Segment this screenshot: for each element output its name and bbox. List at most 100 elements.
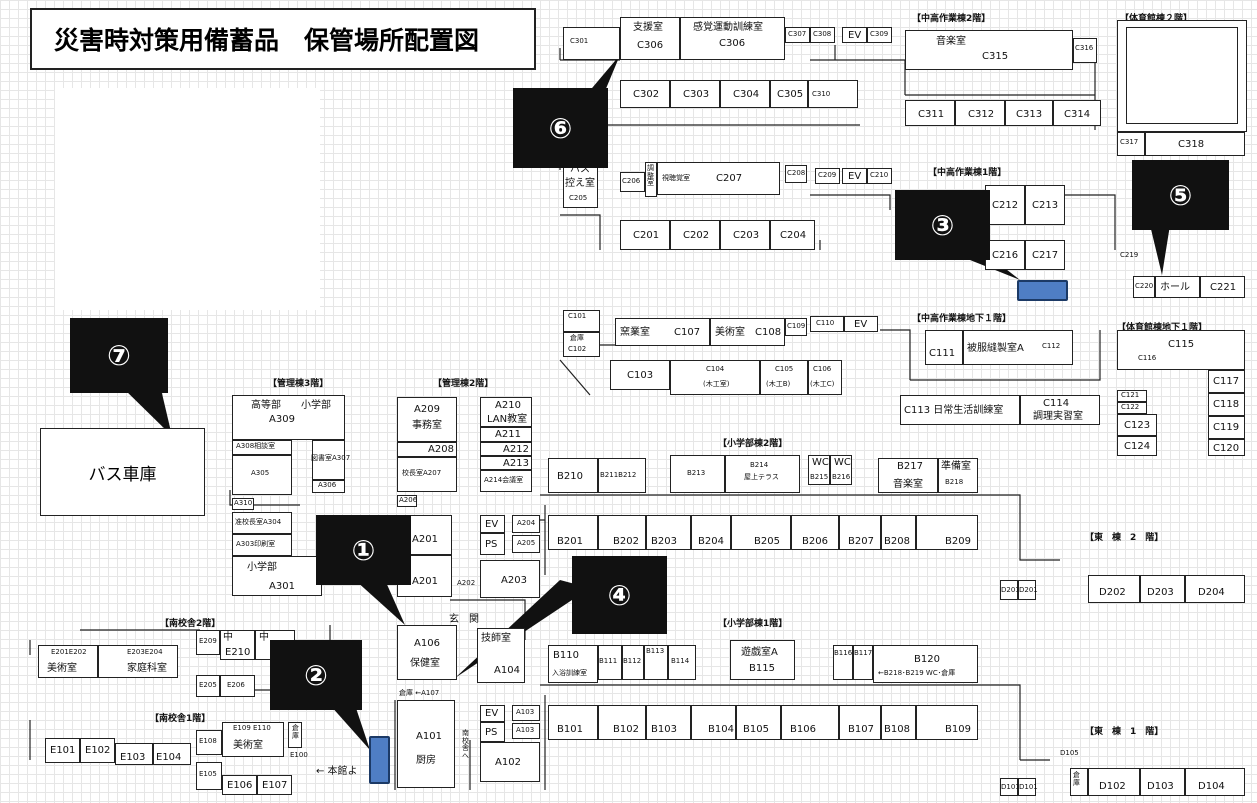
room-c118: C118 <box>1208 393 1245 416</box>
room-c302: C302 <box>620 80 670 108</box>
room-chosei: 調整室 <box>645 162 657 197</box>
room-c311: C311 <box>905 100 955 126</box>
room-d203: D203 <box>1140 575 1185 603</box>
room-c316: C316 <box>1073 38 1097 63</box>
room-c201: C201 <box>620 220 670 250</box>
room-c212: C212 <box>985 185 1025 225</box>
room-c104: C104(木工室) <box>670 360 760 395</box>
room-e106: E106 <box>222 775 257 795</box>
room-a102: A102 <box>480 742 540 782</box>
callout-4: ④ <box>572 556 667 634</box>
room-c206: C206 <box>620 172 645 192</box>
elevator-b1: EV <box>844 316 878 332</box>
room-b104: B104 <box>691 705 736 740</box>
room-d102: D102 <box>1088 768 1140 796</box>
room-c123: C123 <box>1117 414 1157 436</box>
elevator-1f: EV <box>842 168 867 184</box>
room-c109: C109 <box>785 318 807 336</box>
room-b209: B209 <box>916 515 978 550</box>
to-south-building: 南校舎へ <box>462 729 469 761</box>
room-e206: E206 <box>220 675 255 697</box>
room-c304: C304 <box>720 80 770 108</box>
room-a306: A306 <box>312 480 345 493</box>
room-b204: B204 <box>691 515 731 550</box>
room-c106: C106(木工C) <box>808 360 842 395</box>
room-c216: C216 <box>985 240 1025 270</box>
room-c307: C307 <box>785 27 810 43</box>
room-a307: 図書室A307 <box>311 440 350 480</box>
room-a308: A308相談室 <box>232 440 292 455</box>
room-c117: C117 <box>1208 370 1245 393</box>
room-a303: A303印刷室 <box>232 534 292 556</box>
header-taiiku-b1: 【体育館棟地下１階】 <box>1117 323 1208 333</box>
header-higashi-1f: 【東 棟 1 階】 <box>1085 727 1164 737</box>
room-b201: B201 <box>548 515 598 550</box>
header-higashi-2f: 【東 棟 2 階】 <box>1085 533 1164 543</box>
room-e205: E205 <box>196 675 220 697</box>
room-b102: B102 <box>598 705 646 740</box>
bus-garage: バス車庫 <box>40 428 205 516</box>
header-chuko-2f: 【中高作業棟2階】 <box>912 14 991 24</box>
room-c119: C119 <box>1208 416 1245 439</box>
room-c120: C120 <box>1208 439 1245 456</box>
room-a207: 校長室A207 <box>397 457 457 492</box>
elevator-kanri: EV <box>480 515 505 533</box>
room-d105: D105 <box>1060 749 1079 757</box>
room-e105: E105 <box>196 762 222 790</box>
callout-5: ⑤ <box>1132 160 1229 230</box>
room-soko-e: 倉庫 <box>288 722 302 748</box>
room-d103: D103 <box>1140 768 1185 796</box>
room-c310: C310 <box>808 80 858 108</box>
header-taiiku-2f: 【体育館棟２階】 <box>1120 14 1193 24</box>
room-b105: B105 <box>736 705 781 740</box>
room-e107: E107 <box>257 775 292 795</box>
room-d201-1: D201 <box>1000 580 1020 600</box>
room-hall: ホール <box>1155 276 1200 298</box>
room-b113: B113 <box>644 645 668 680</box>
room-c103: C103 <box>610 360 670 390</box>
room-c219: C219 <box>1120 251 1139 259</box>
room-e102: E102 <box>80 738 115 763</box>
room-b211: B211B212 <box>598 458 646 493</box>
room-a202: A202 <box>457 579 476 587</box>
room-c217: C217 <box>1025 240 1065 270</box>
room-b116: B116 <box>833 645 853 680</box>
room-a212: A212 <box>480 442 532 456</box>
room-b202: B202 <box>598 515 646 550</box>
room-a203: A203 <box>480 560 540 598</box>
room-c221: C221 <box>1200 276 1245 298</box>
room-b103: B103 <box>646 705 691 740</box>
room-b117: B117 <box>853 645 873 680</box>
room-b213: B213 <box>670 455 725 493</box>
room-b108: B108 <box>881 705 916 740</box>
header-minami-2f: 【南校舎2階】 <box>160 619 221 629</box>
room-b111: B111 <box>598 645 622 680</box>
room-c308: C308 <box>810 27 835 43</box>
room-c305: C305 <box>770 80 808 108</box>
room-d202: D202 <box>1088 575 1140 603</box>
room-d101-1: D101 <box>1000 778 1020 796</box>
gymnasium-2f <box>1117 20 1247 132</box>
storage-marker-2 <box>369 736 390 784</box>
room-b208: B208 <box>881 515 916 550</box>
header-chuko-b1: 【中高作業棟地下１階】 <box>912 314 1012 324</box>
room-b206: B206 <box>791 515 839 550</box>
entrance-label: 玄 関 <box>449 614 479 625</box>
room-c220: C220 <box>1133 276 1155 298</box>
room-b120: B120←B218･B219 WC･倉庫 <box>873 645 978 683</box>
room-c208: C208 <box>785 165 807 183</box>
